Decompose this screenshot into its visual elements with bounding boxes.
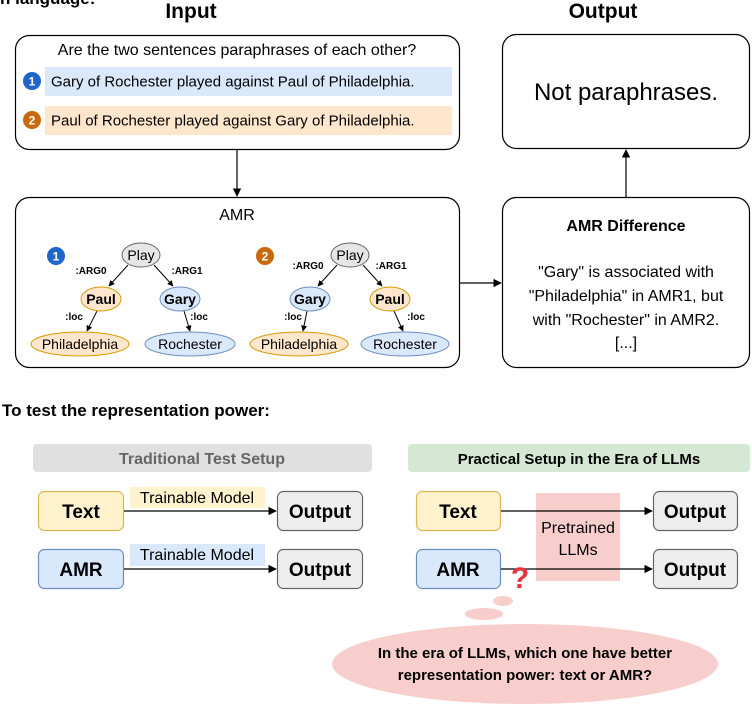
practical-amr-label: AMR [436,560,480,581]
traditional-text-model-label: Trainable Model [140,490,254,507]
amr-graph-2-right-node [369,286,411,312]
output-box [501,33,751,150]
traditional-amr-label: AMR [59,560,103,581]
amr-graph-2-arg0-label: :ARG0 [292,261,324,272]
amr-difference-box [501,196,751,369]
amr-graph-2-root-node [330,242,370,268]
amr-difference-line-1: "Gary" is associated with [538,264,714,281]
traditional-header-bg [33,444,372,472]
amr-graph-2-edge-arg0 [317,264,338,287]
amr-difference-line-3: with "Rochester" in AMR2. [532,312,720,329]
amr-graph-2-right-loc-node [360,331,450,357]
traditional-text-box [37,490,125,532]
amr-graph-2-root-label: Play [336,247,363,263]
amr-graph-2-left-label: Gary [294,291,326,307]
input-heading: Input [165,0,216,23]
sentence-2-badge [23,111,41,129]
question-mark-icon: ? [511,562,529,595]
traditional-text-model-highlight [130,487,265,508]
traditional-amr-output-label: Output [289,560,352,581]
amr-graph-2-left-loc-node [249,331,349,357]
amr-difference-title: AMR Difference [566,218,685,235]
sentence-2-text: Paul of Rochester played against Gary of… [51,113,415,130]
traditional-text-output-label: Output [289,502,352,523]
thought-bubble-dot-medium [465,608,503,620]
amr-graph-2-number: 2 [262,250,269,264]
amr-graph-2: 2 Play :ARG0 :ARG1 Gary Paul :loc :loc P… [249,242,450,357]
practical-text-label: Text [439,502,477,523]
traditional-amr-model-label: Trainable Model [140,547,254,564]
amr-graph-1-arg0-label: :ARG0 [75,266,107,277]
practical-amr-output-box [652,548,739,590]
amr-graph-1-badge [47,247,65,265]
amr-graph-1-root-node [121,242,161,268]
amr-graph-1: 1 Play :ARG0 :ARG1 Paul Gary :loc :loc P… [30,242,236,357]
amr-graph-1-edge-left-loc [86,310,98,332]
amr-graph-2-arg1-label: :ARG1 [375,261,407,272]
practical-text-output-box [652,490,739,532]
thought-bubble [332,624,718,704]
amr-graph-2-edge-right-loc [393,310,404,332]
amr-graph-2-right-loc-label: :loc [407,312,425,323]
traditional-header: Traditional Test Setup [119,451,285,468]
amr-graph-1-root-label: Play [127,247,154,263]
output-heading: Output [569,0,638,23]
amr-graph-2-badge [256,247,274,265]
practical-text-box [415,490,502,532]
amr-graph-2-edge-arg1 [362,264,383,287]
traditional-amr-output-box [276,548,364,590]
amr-graph-1-number: 1 [53,250,60,264]
amr-graph-2-right-label: Paul [375,291,405,307]
amr-graph-1-edge-arg1 [153,264,174,287]
pretrained-llms-block [536,493,620,581]
amr-graph-1-left-node [80,286,122,312]
amr-graph-1-left-loc-label: :loc [65,312,83,323]
section-title: To test the representation power: [2,401,270,420]
traditional-amr-box [37,548,125,590]
amr-graph-1-right-loc-text: Rochester [158,336,222,352]
amr-box [14,196,461,369]
practical-text-output-label: Output [664,502,727,523]
amr-graph-2-left-loc-label: :loc [284,312,302,323]
thought-bubble-line-2: representation power: text or AMR? [398,667,652,684]
output-text: Not paraphrases. [534,79,718,106]
amr-graph-2-edge-left-loc [301,310,308,332]
amr-graph-1-arg1-label: :ARG1 [171,266,203,277]
sentence-1-number: 1 [29,75,36,89]
traditional-text-output-box [276,490,364,532]
amr-graph-1-right-label: Gary [164,291,196,307]
thought-bubble-line-1: In the era of LLMs, which one have bette… [378,645,672,662]
practical-amr-output-label: Output [664,560,727,581]
amr-graph-1-left-label: Paul [86,291,116,307]
amr-graph-1-left-loc-node [30,331,130,357]
practical-header-bg [408,444,750,472]
sentence-1-highlight [45,67,452,96]
amr-difference-line-4: [...] [615,335,637,352]
amr-graph-2-right-loc-text: Rochester [373,336,437,352]
amr-graph-2-left-loc-text: Philadelphia [261,336,337,352]
amr-graph-1-edge-right-loc [183,310,192,332]
pretrained-llms-line-2: LLMs [558,542,597,559]
amr-graph-2-left-node [289,286,331,312]
pretrained-llms-line-1: Pretrained [541,520,615,537]
sentence-1-badge [23,72,41,90]
practical-amr-box [415,548,502,590]
input-question: Are the two sentences paraphrases of eac… [58,42,417,59]
sentence-1-text: Gary of Rochester played against Paul of… [51,74,415,91]
amr-graph-1-right-loc-node [144,331,236,357]
amr-graph-1-right-node [159,286,201,312]
amr-graph-1-left-loc-text: Philadelphia [42,336,118,352]
amr-graph-1-edge-arg0 [108,264,129,287]
traditional-text-label: Text [62,502,100,523]
thought-bubble-dot-small [493,596,513,606]
traditional-amr-model-highlight [130,544,265,566]
amr-title: AMR [219,207,255,224]
amr-difference-line-2: "Philadelphia" in AMR1, but [529,288,724,305]
sentence-2-highlight [45,106,452,135]
corner-label: n language: [0,0,95,8]
sentence-2-number: 2 [29,114,36,128]
practical-header: Practical Setup in the Era of LLMs [458,451,701,468]
amr-graph-1-right-loc-label: :loc [190,312,208,323]
